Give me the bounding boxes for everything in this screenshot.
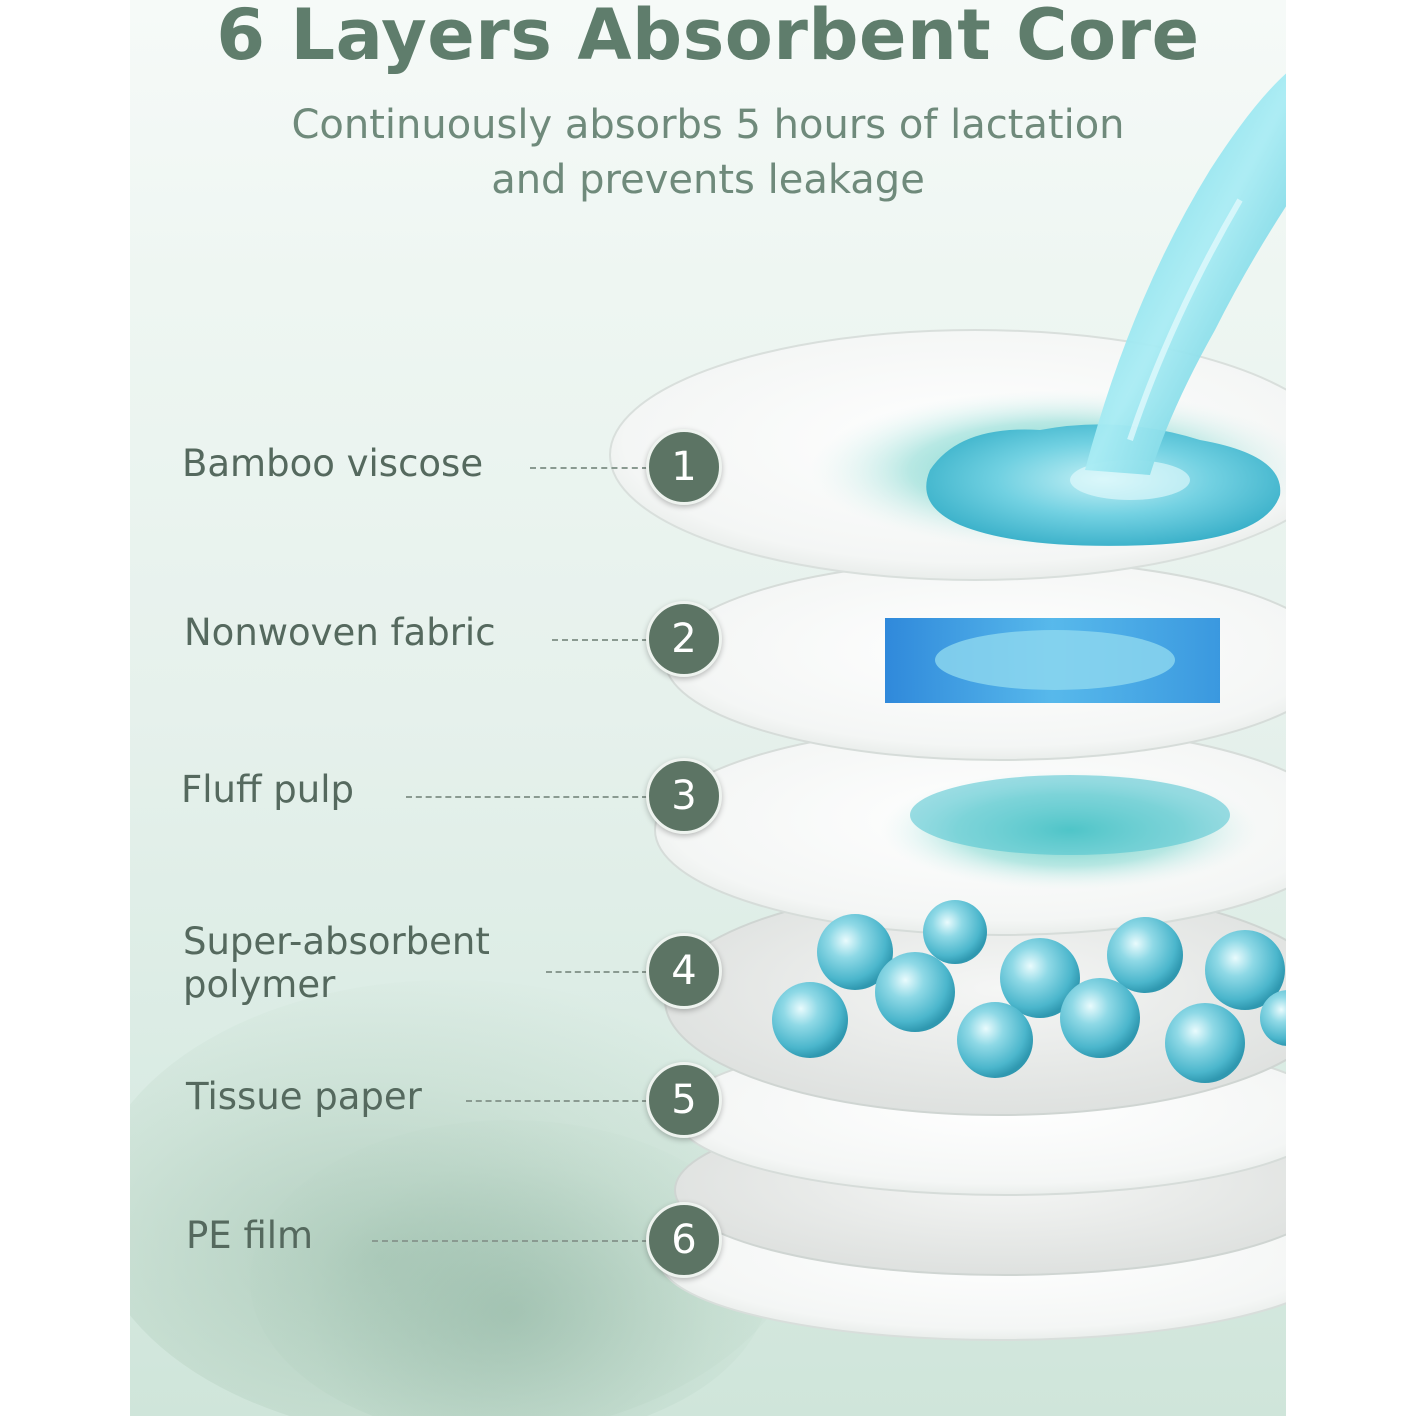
layer-4-label-line-1: Super-absorbent bbox=[183, 920, 490, 963]
layer-4-label-line-2: polymer bbox=[183, 963, 336, 1006]
layer-4-leader-line bbox=[546, 971, 648, 973]
layer-6-number-badge: 6 bbox=[646, 1202, 722, 1278]
layer-1-number-badge: 1 bbox=[646, 429, 722, 505]
layer-5-leader-line bbox=[466, 1100, 648, 1102]
layer-1-leader-line bbox=[530, 467, 648, 469]
polymer-beads bbox=[772, 900, 1286, 1083]
layer-2-label: Nonwoven fabric bbox=[184, 611, 496, 654]
water-stream bbox=[1085, 73, 1286, 475]
layer-5-number-badge: 5 bbox=[646, 1062, 722, 1138]
layer-3-label: Fluff pulp bbox=[181, 768, 354, 811]
layer-2-leader-line bbox=[552, 639, 648, 641]
subtitle-line-2: and prevents leakage bbox=[491, 157, 925, 203]
layer-5-label: Tissue paper bbox=[186, 1075, 422, 1118]
subtitle-line-1: Continuously absorbs 5 hours of lactatio… bbox=[291, 102, 1125, 148]
page-title: 6 Layers Absorbent Core bbox=[216, 0, 1200, 76]
layer-3-number-badge: 3 bbox=[646, 758, 722, 834]
layer-4-number-badge: 4 bbox=[646, 933, 722, 1009]
layer-2-number-badge: 2 bbox=[646, 601, 722, 677]
layer-6-label: PE film bbox=[186, 1214, 314, 1257]
layer-3-leader-line bbox=[406, 796, 648, 798]
layer-1-label: Bamboo viscose bbox=[182, 442, 484, 485]
layer-6-leader-line bbox=[372, 1240, 648, 1242]
